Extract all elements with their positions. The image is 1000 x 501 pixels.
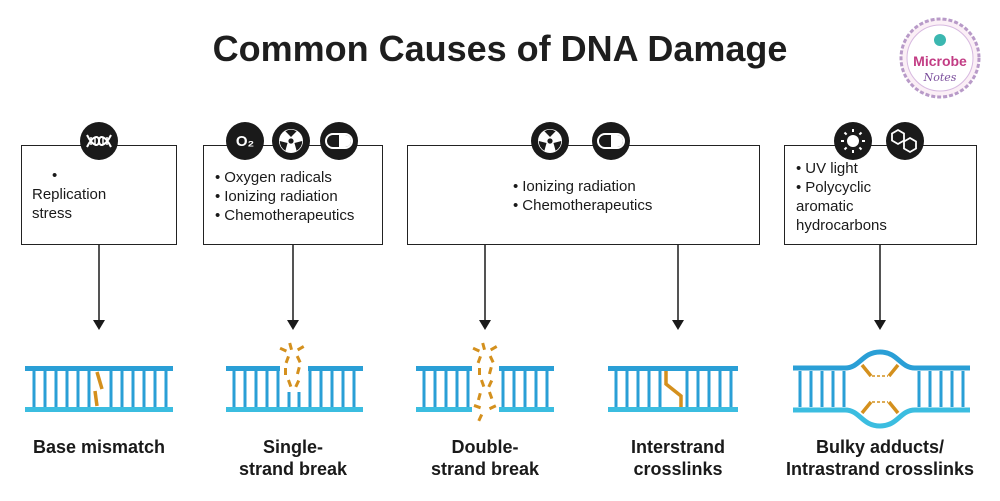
sun-icon: [834, 122, 872, 160]
radiation-icon: [531, 122, 569, 160]
cause-item: •: [52, 167, 58, 184]
cause-item: •Oxygen radicals: [215, 169, 332, 186]
cause-item: •Chemotherapeutics: [513, 197, 653, 214]
dna-bulky-adducts: [793, 349, 970, 429]
dna-base-mismatch: [25, 366, 173, 412]
outcome-label-double-strand-break: Double-strand break: [430, 437, 540, 479]
cause-item: stress: [32, 205, 73, 222]
outcome-label-base-mismatch: Base mismatch: [32, 437, 166, 457]
outcome-label-single-strand-break: Single-strand break: [238, 437, 348, 479]
cause-box-single: •Oxygen radicals •Ionizing radiation •Ch…: [203, 145, 383, 245]
arrow-head: [479, 320, 491, 330]
cause-item: •UV light: [796, 160, 858, 177]
arrow-head: [672, 320, 684, 330]
page-title: Common Causes of DNA Damage: [212, 28, 788, 69]
mismatch-base: [93, 390, 99, 407]
cause-item: aromatic: [796, 198, 854, 215]
cause-item: •Polycyclic: [796, 179, 872, 196]
arrow-head: [93, 320, 105, 330]
logo-line1: Microbe: [913, 53, 967, 69]
logo-line2: Notes: [923, 71, 957, 84]
cause-box-double: •Ionizing radiation •Chemotherapeutics: [407, 145, 760, 245]
oxygen-icon: O₂: [226, 122, 264, 160]
dna-icon: [80, 122, 118, 160]
radiation-icon: [272, 122, 310, 160]
mismatch-base: [95, 371, 104, 390]
dna-interstrand-crosslinks: [608, 366, 738, 412]
arrow-head: [287, 320, 299, 330]
pill-icon: [320, 122, 358, 160]
cause-box-bulky: •UV light •Polycyclic aromatic hydrocarb…: [784, 145, 977, 245]
cause-item: •Ionizing radiation: [513, 178, 636, 195]
microbe-notes-logo: Microbe Notes: [898, 16, 982, 100]
outcome-label-bulky-adducts: Bulky adducts/Intrastrand crosslinks: [785, 437, 975, 479]
arrow-head: [874, 320, 886, 330]
cause-item: •Ionizing radiation: [215, 188, 338, 205]
dna-double-strand-break: [416, 342, 554, 422]
pill-icon: [592, 122, 630, 160]
benzene-icon: [886, 122, 924, 160]
cause-item: Replication: [32, 186, 107, 203]
crosslink: [664, 371, 683, 407]
cause-item: •Chemotherapeutics: [215, 207, 355, 224]
cause-box-replication: • Replication stress: [21, 145, 177, 245]
dna-single-strand-break: [226, 342, 363, 412]
cause-item: hydrocarbons: [796, 217, 887, 234]
